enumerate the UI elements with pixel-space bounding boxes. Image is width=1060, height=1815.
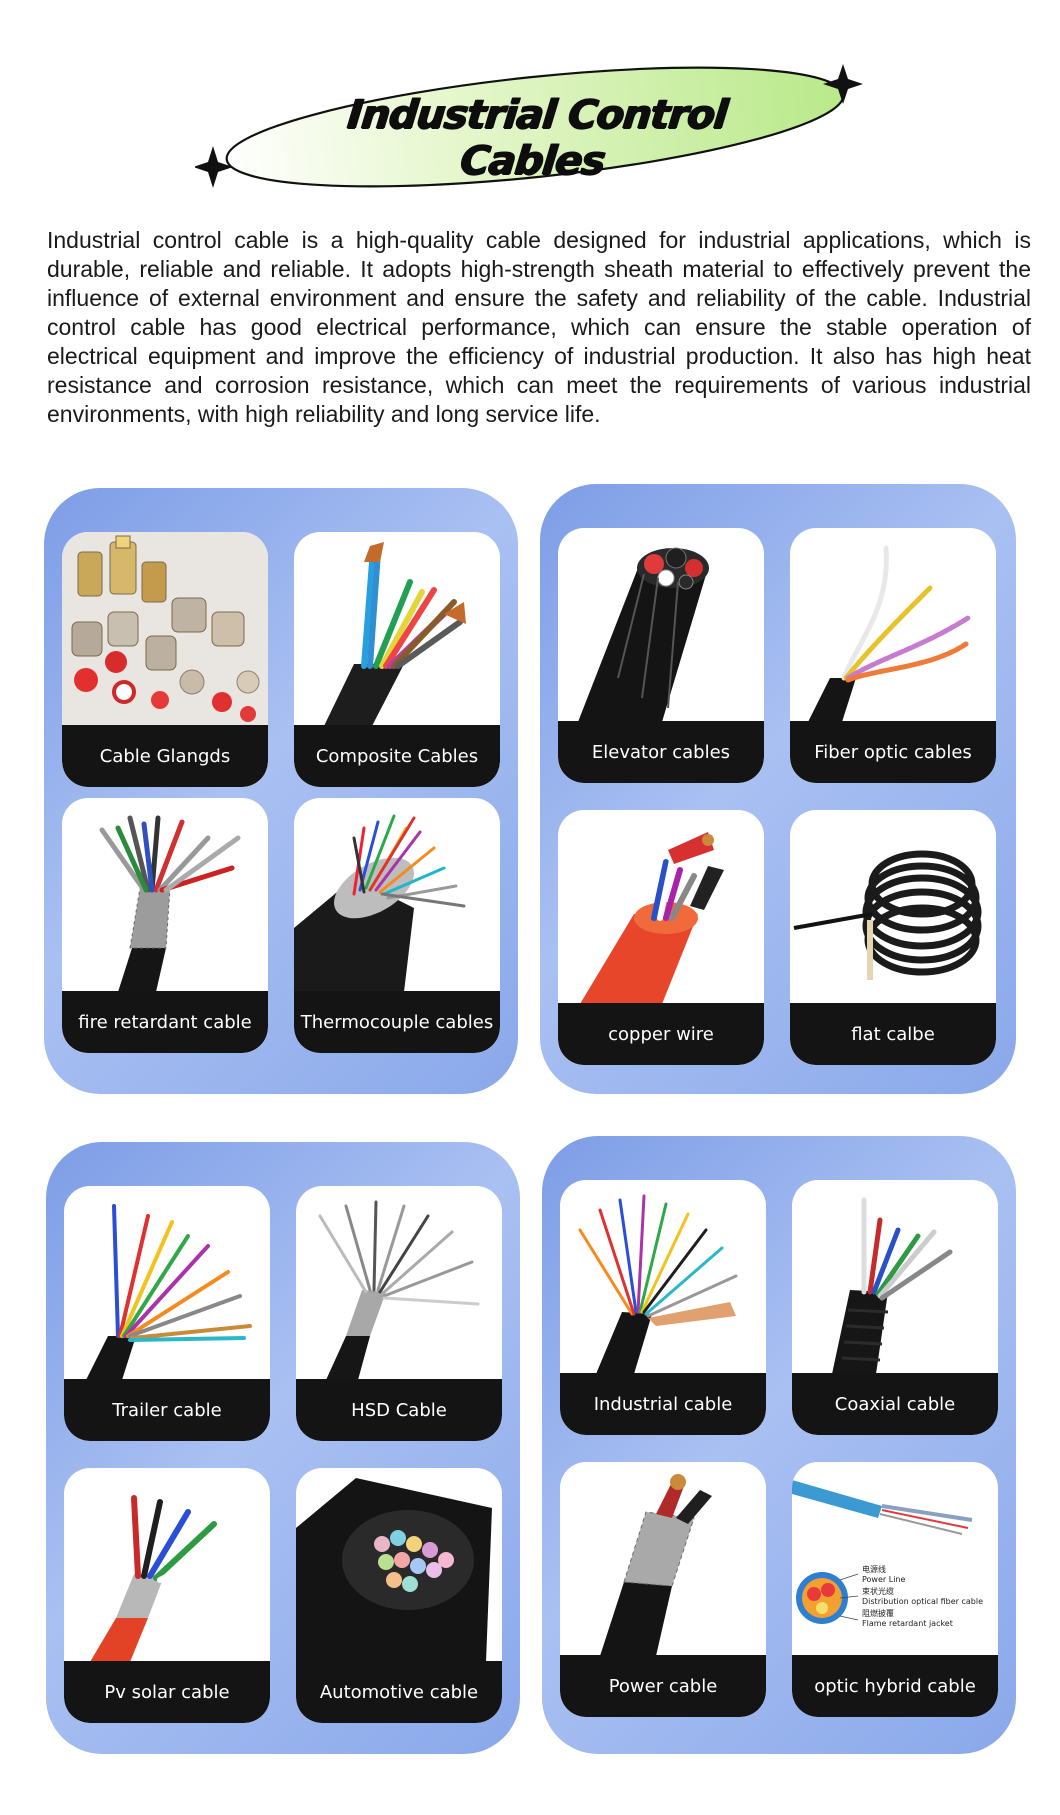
product-card-power-cable[interactable]: Power cable xyxy=(560,1462,766,1717)
product-label: flat calbe xyxy=(790,1003,996,1065)
diagram-label: 束状光缆 xyxy=(862,1586,894,1596)
product-label: Elevator cables xyxy=(558,721,764,783)
product-card-optic-hybrid-cable[interactable]: 电源线 Power Line 束状光缆 Distribution optical… xyxy=(792,1462,998,1717)
elevator-cables-image xyxy=(578,547,709,722)
product-label: copper wire xyxy=(558,1003,764,1065)
product-label: optic hybrid cable xyxy=(792,1655,998,1717)
fiber-optic-cables-image xyxy=(808,545,971,722)
product-card-pv-solar-cable[interactable]: Pv solar cable xyxy=(64,1468,270,1723)
product-label: Industrial cable xyxy=(560,1373,766,1435)
product-card-industrial-cable[interactable]: Industrial cable xyxy=(560,1180,766,1435)
automotive-cable-image xyxy=(296,1478,492,1662)
product-card-composite-cables[interactable]: Composite Cables xyxy=(294,532,500,787)
industrial-cable-image xyxy=(578,1194,738,1374)
page-title: Industrial Control Cables xyxy=(345,92,730,184)
product-label: Pv solar cable xyxy=(64,1661,270,1723)
composite-cables-image xyxy=(324,542,466,726)
product-card-fiber-optic-cables[interactable]: Fiber optic cables xyxy=(790,528,996,783)
product-panel-3: Trailer cable HSD Cable xyxy=(46,1142,520,1754)
product-label: Coaxial cable xyxy=(792,1373,998,1435)
product-label: Power cable xyxy=(560,1655,766,1717)
product-panel-4: Industrial cable Coaxial cable xyxy=(542,1136,1016,1754)
diagram-label: 阻燃披覆 xyxy=(862,1608,894,1618)
product-label: Trailer cable xyxy=(64,1379,270,1441)
product-panel-1: Cable Glangds Composite Cables xyxy=(44,488,518,1094)
product-card-hsd-cable[interactable]: HSD Cable xyxy=(296,1186,502,1441)
banner-ellipse xyxy=(195,64,863,188)
pv-solar-cable-image xyxy=(90,1495,233,1662)
product-card-elevator-cables[interactable]: Elevator cables xyxy=(558,528,764,783)
copper-wire-image xyxy=(580,832,724,1004)
diagram-label: 电源线 xyxy=(862,1564,886,1574)
product-label: Thermocouple cables xyxy=(294,991,500,1053)
sparkle-icon xyxy=(195,146,233,188)
product-card-cable-glands[interactable]: Cable Glangds xyxy=(62,532,268,787)
product-panel-2: Elevator cables Fiber optic cables xyxy=(540,484,1016,1094)
intro-paragraph: Industrial control cable is a high-quali… xyxy=(47,227,1031,427)
cable-glands-image xyxy=(62,532,268,726)
diagram-label: Distribution optical fiber cable xyxy=(862,1597,983,1606)
flat-cable-image xyxy=(793,850,982,980)
product-label: Cable Glangds xyxy=(62,725,268,787)
product-card-automotive-cable[interactable]: Automotive cable xyxy=(296,1468,502,1723)
hsd-cable-image xyxy=(318,1200,480,1380)
optic-hybrid-cable-image: 电源线 Power Line 束状光缆 Distribution optical… xyxy=(792,1480,983,1628)
product-card-flat-cable[interactable]: flat calbe xyxy=(790,810,996,1065)
diagram-label: Power Line xyxy=(862,1575,905,1584)
coaxial-cable-image xyxy=(832,1197,953,1374)
sparkle-icon xyxy=(823,64,863,104)
title-banner: Industrial Control Cables xyxy=(195,52,875,202)
product-label: fire retardant cable xyxy=(62,991,268,1053)
thermocouple-cables-image xyxy=(294,814,466,992)
trailer-cable-image xyxy=(86,1204,252,1380)
product-card-coaxial-cable[interactable]: Coaxial cable xyxy=(792,1180,998,1435)
product-card-thermocouple-cables[interactable]: Thermocouple cables xyxy=(294,798,500,1053)
product-label: HSD Cable xyxy=(296,1379,502,1441)
product-label: Fiber optic cables xyxy=(790,721,996,783)
power-cable-image xyxy=(600,1474,712,1656)
product-card-trailer-cable[interactable]: Trailer cable xyxy=(64,1186,270,1441)
product-label: Composite Cables xyxy=(294,725,500,787)
diagram-label: Flame retardant jacket xyxy=(862,1619,953,1628)
product-card-fire-retardant-cable[interactable]: fire retardant cable xyxy=(62,798,268,1053)
fire-retardant-cable-image xyxy=(99,815,241,992)
product-card-copper-wire[interactable]: copper wire xyxy=(558,810,764,1065)
product-label: Automotive cable xyxy=(296,1661,502,1723)
